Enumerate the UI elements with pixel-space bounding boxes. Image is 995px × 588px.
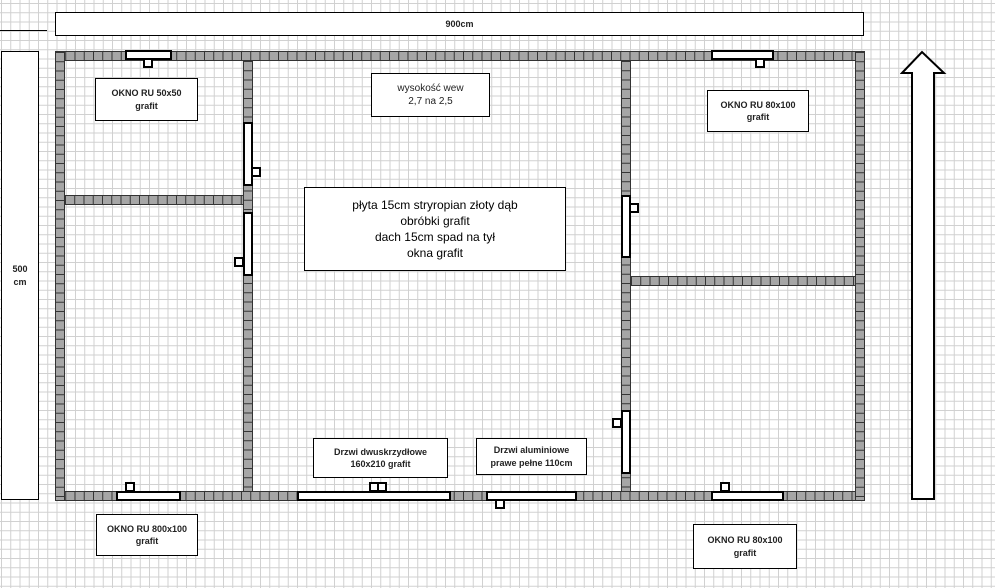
wall-inner-left	[243, 60, 253, 492]
label-line: prawe pełne 110cm	[490, 457, 573, 468]
interior-door	[243, 212, 253, 276]
wall-left	[55, 51, 65, 501]
wall-right-rooms	[630, 276, 856, 286]
label-line: okna grafit	[406, 246, 464, 261]
window-top-right	[711, 50, 774, 60]
interior-door	[621, 195, 631, 258]
label-line: obróbki grafit	[400, 213, 470, 228]
label-line: wysokość wew	[397, 82, 464, 94]
up-arrow-icon	[900, 50, 947, 500]
label-line: płyta 15cm stryropian złoty dąb	[352, 197, 518, 212]
door-double	[297, 491, 451, 501]
label-line: grafit	[746, 112, 770, 122]
wall-right	[855, 51, 865, 501]
window-handle	[143, 58, 153, 68]
label-height-note: wysokość wew 2,7 na 2,5	[371, 73, 490, 117]
door-aluminium	[486, 491, 577, 501]
label-window-bottom-left: OKNO RU 800x100 grafit	[96, 514, 198, 556]
label-line: grafit	[135, 536, 159, 546]
width-label: 900cm	[445, 18, 474, 29]
window-bottom-left	[116, 491, 181, 501]
label-line: grafit	[135, 100, 158, 111]
door-handle	[495, 499, 505, 509]
interior-door	[243, 122, 253, 186]
height-label: 500	[12, 264, 28, 275]
width-dimension: 900cm	[55, 12, 864, 36]
label-line: OKNO RU 80x100	[720, 99, 796, 110]
label-door-double: Drzwi dwuskrzydłowe 160x210 grafit	[313, 438, 448, 478]
label-line: OKNO RU 80x100	[707, 535, 783, 546]
window-handle	[755, 58, 765, 68]
window-handle	[125, 482, 135, 492]
label-line: 2,7 na 2,5	[408, 96, 453, 107]
label-window-top-right: OKNO RU 80x100 grafit	[707, 90, 809, 132]
height-unit: cm	[13, 276, 27, 287]
door-handle	[612, 418, 622, 428]
wall-left-rooms	[64, 195, 244, 205]
window-handle	[720, 482, 730, 492]
label-line: OKNO RU 50x50	[111, 88, 182, 99]
label-line: 160x210 grafit	[350, 459, 411, 469]
label-line: Drzwi dwuskrzydłowe	[333, 446, 428, 457]
door-handle	[377, 482, 387, 492]
label-line: Drzwi aluminiowe	[493, 445, 570, 456]
interior-door	[621, 410, 631, 474]
door-handle	[629, 203, 639, 213]
window-bottom-right	[711, 491, 784, 501]
door-handle	[234, 257, 244, 267]
door-handle	[251, 167, 261, 177]
label-line: dach 15cm spad na tył	[374, 230, 496, 244]
label-line: OKNO RU 800x100	[106, 523, 188, 534]
dimension-line	[0, 30, 47, 31]
label-line: grafit	[733, 547, 757, 558]
